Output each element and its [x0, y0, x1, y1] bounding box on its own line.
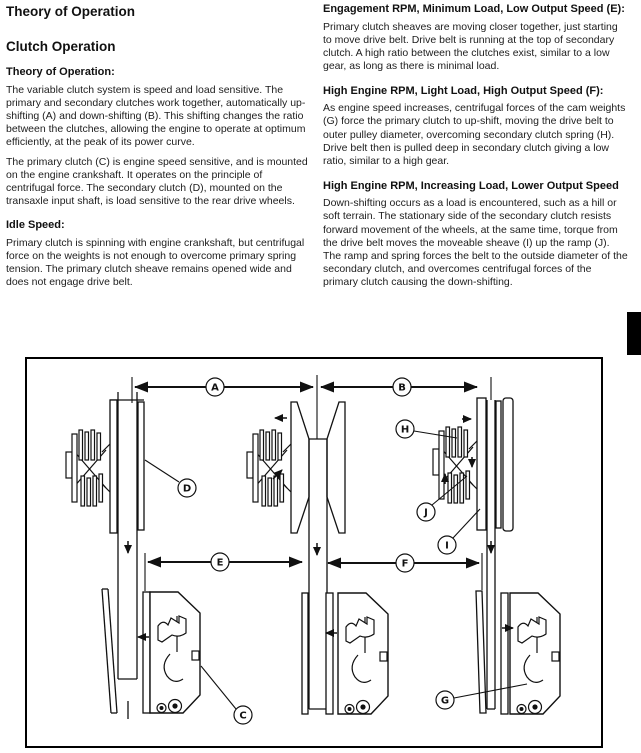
- primary-clutch-upshift: [475, 590, 561, 715]
- svg-text:D: D: [183, 484, 191, 495]
- cam-motion-arrow-ne: [272, 469, 283, 480]
- diagram-border: [25, 357, 603, 748]
- callout-b: B: [392, 377, 412, 397]
- left-heading-idle-speed: Idle Speed:: [6, 219, 65, 232]
- leader-line-j: [431, 475, 468, 506]
- callout-d: D: [177, 478, 197, 498]
- left-paragraph-3: Primary clutch is spinning with engine c…: [6, 236, 305, 289]
- leader-line-g: [453, 683, 528, 699]
- page-edge-tab: [627, 312, 641, 355]
- secondary-cam-weights-engagement: [246, 429, 292, 507]
- callouts: A B D H J I E F C G: [177, 377, 457, 725]
- callout-c: C: [233, 705, 253, 725]
- shaft-centerlines: [131, 375, 492, 439]
- right-paragraph-2: As engine speed increases, centrifugal f…: [323, 102, 626, 167]
- callout-j: J: [416, 502, 436, 522]
- leader-line-h: [413, 430, 458, 439]
- left-paragraph-2: The primary clutch (C) is engine speed s…: [6, 155, 308, 208]
- callout-a: A: [205, 377, 225, 397]
- right-paragraph-3: Down-shifting occurs as a load is encoun…: [323, 197, 628, 288]
- section-title: Clutch Operation: [6, 39, 116, 54]
- svg-text:E: E: [217, 558, 224, 569]
- primary-clutch-engagement: [301, 592, 389, 715]
- leader-line-c: [200, 665, 237, 710]
- callout-h: H: [395, 419, 415, 439]
- left-heading-theory: Theory of Operation:: [6, 66, 115, 78]
- right-heading-high-rpm-increasing-load: High Engine RPM, Increasing Load, Lower …: [323, 179, 619, 192]
- leader-line-d: [144, 459, 180, 483]
- secondary-clutch-idle: [65, 392, 145, 680]
- left-paragraph-1: The variable clutch system is speed and …: [6, 83, 306, 148]
- right-column: Engagement RPM, Minimum Load, Low Output…: [323, 3, 628, 299]
- svg-text:B: B: [398, 383, 406, 394]
- page-title: Theory of Operation: [6, 4, 136, 19]
- secondary-cam-weights-idle: [65, 429, 111, 507]
- primary-clutch-idle: [101, 588, 201, 719]
- svg-text:J: J: [423, 508, 428, 519]
- left-column: Theory of Operation Clutch Operation The…: [6, 4, 313, 296]
- right-paragraph-1: Primary clutch sheaves are moving closer…: [323, 20, 618, 72]
- leader-line-i: [452, 508, 481, 539]
- right-heading-high-rpm-light-load: High Engine RPM, Light Load, High Output…: [323, 84, 604, 97]
- callout-leaders: [144, 430, 528, 710]
- svg-text:C: C: [239, 711, 246, 722]
- svg-text:F: F: [402, 559, 409, 570]
- secondary-clutch-spring: [432, 426, 478, 504]
- clutch-diagram-figure: A B D H J I E F C G: [25, 357, 603, 748]
- callout-e: E: [210, 552, 230, 572]
- callout-i: I: [437, 535, 457, 555]
- secondary-clutch-upshift: [432, 397, 514, 710]
- svg-text:G: G: [441, 696, 449, 707]
- callout-g: G: [435, 690, 455, 710]
- svg-text:I: I: [445, 541, 449, 552]
- right-heading-engagement: Engagement RPM, Minimum Load, Low Output…: [323, 3, 625, 15]
- svg-text:H: H: [401, 425, 409, 436]
- svg-text:A: A: [211, 383, 219, 394]
- clutch-operation-diagram: A B D H J I E F C G: [25, 357, 603, 748]
- callout-f: F: [395, 553, 415, 573]
- moveable-sheave: [476, 397, 487, 531]
